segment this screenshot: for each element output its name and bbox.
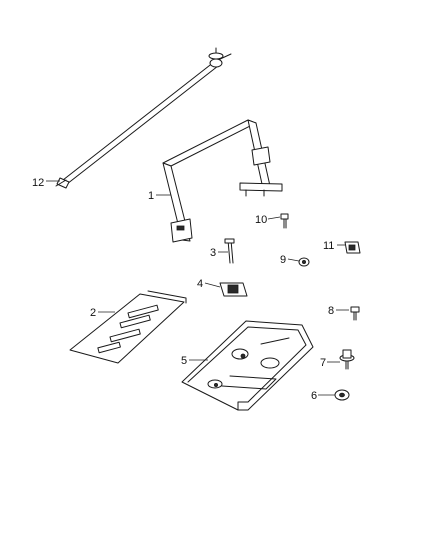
- callout-10: 10: [255, 214, 267, 226]
- part-4-bracket: [219, 282, 248, 297]
- callout-5: 5: [181, 355, 187, 367]
- callout-7: 7: [320, 357, 326, 369]
- part-2-insulator-pad: [69, 290, 187, 364]
- leader-lines: [46, 180, 349, 396]
- callout-12: 12: [32, 177, 44, 189]
- callout-labels: 12 1 2 3 4 5 6 7 8 9 10 11: [32, 177, 334, 402]
- part-3-j-bolt: [224, 238, 235, 264]
- callout-9: 9: [280, 254, 286, 266]
- part-7-flange-bolt: [339, 349, 355, 370]
- part-9-nut: [298, 257, 310, 267]
- callout-4: 4: [197, 278, 203, 290]
- pad-slots: [97, 304, 159, 354]
- part-12-hold-down-rod: [55, 47, 232, 189]
- part-6-nut: [334, 389, 350, 401]
- part-5-battery-tray: [181, 320, 314, 411]
- callout-3: 3: [210, 247, 216, 259]
- callout-11: 11: [323, 240, 334, 252]
- callout-1: 1: [148, 190, 154, 202]
- part-8-bolt: [350, 306, 360, 321]
- part-10-bolt: [280, 213, 289, 229]
- callout-8: 8: [328, 305, 334, 317]
- part-11-clip-nut: [344, 241, 361, 254]
- callout-6: 6: [311, 390, 317, 402]
- callout-2: 2: [90, 307, 96, 319]
- part-1-battery-strap: [162, 119, 283, 243]
